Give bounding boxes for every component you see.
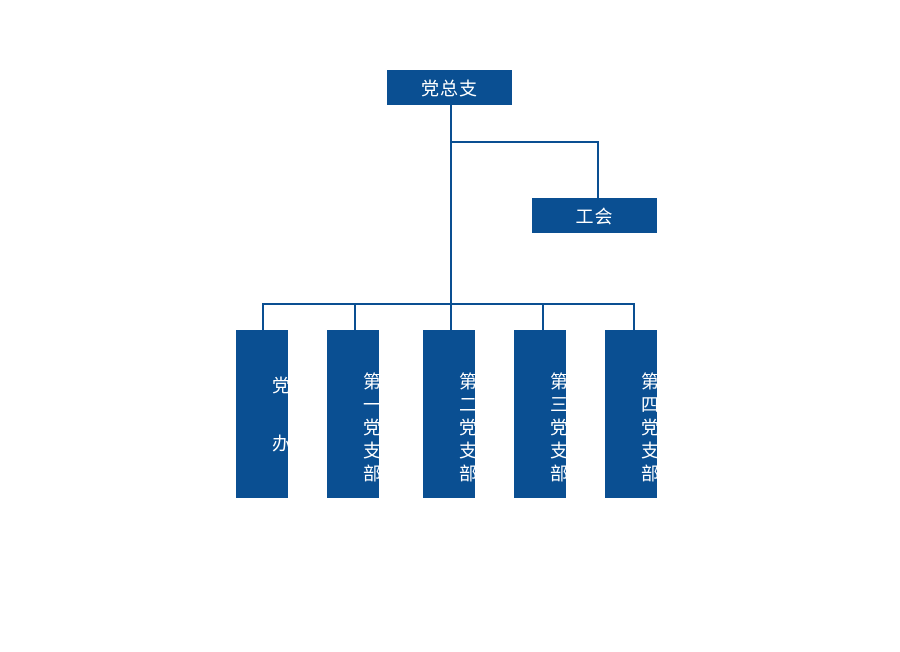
node-branch-2: 第一党支部: [327, 330, 381, 498]
connector-branch-drop-2: [354, 303, 356, 331]
connector-side-vertical: [597, 141, 599, 199]
node-branch-1-label: 党办: [269, 376, 290, 492]
connector-branch-bus: [262, 303, 635, 305]
node-branch-5-label: 第四党支部: [638, 371, 659, 487]
node-branch-5: 第四党支部: [605, 330, 659, 498]
node-branch-4: 第三党支部: [514, 330, 568, 498]
connector-side-horizontal: [450, 141, 599, 143]
connector-branch-drop-5: [633, 303, 635, 331]
connector-branch-drop-3: [450, 303, 452, 331]
node-root-label: 党总支: [421, 78, 478, 100]
node-branch-4-label: 第三党支部: [547, 371, 568, 487]
node-side-label: 工会: [575, 206, 614, 228]
node-root: 党总支: [387, 70, 512, 105]
node-branch-1: 党办: [236, 330, 290, 498]
connector-root-trunk: [450, 104, 452, 305]
node-branch-2-label: 第一党支部: [360, 371, 381, 487]
connector-branch-drop-4: [542, 303, 544, 331]
connector-branch-drop-1: [262, 303, 264, 331]
node-side: 工会: [532, 198, 657, 233]
node-branch-3-label: 第二党支部: [456, 371, 477, 487]
node-branch-3: 第二党支部: [423, 330, 477, 498]
